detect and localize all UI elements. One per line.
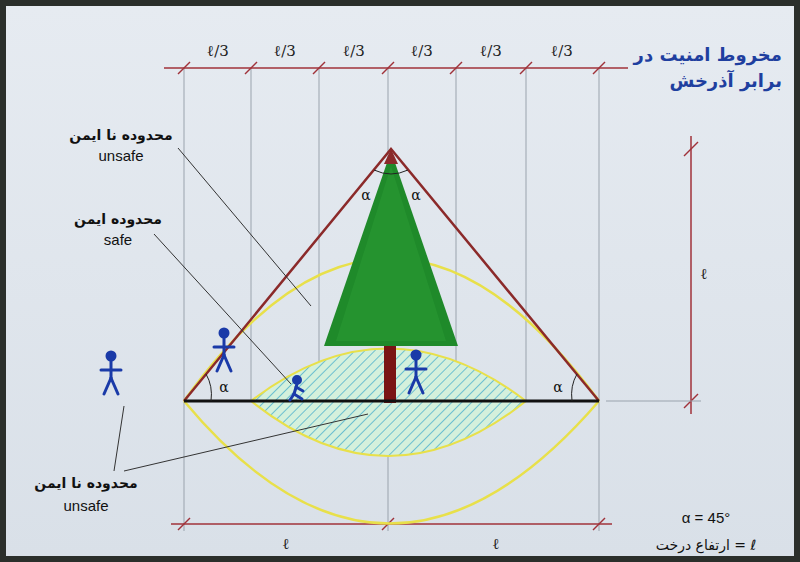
dimension: ℓ [492, 536, 499, 553]
title: مخروط امنیت در برابر آذرخش [632, 42, 782, 94]
dimension: ℓ/3 [343, 43, 365, 60]
callout-label: unsafe [63, 498, 108, 515]
angle-label: α [361, 188, 370, 203]
dimension: ℓ/3 [411, 43, 433, 60]
note: ارتفاع درخت = ℓ [656, 538, 757, 553]
note: α = 45° [682, 510, 730, 527]
callout-label: محدوده نا ایمن [34, 476, 137, 491]
callout-label: محدوده نا ایمن [69, 128, 172, 143]
dimension: ℓ [282, 536, 289, 553]
callout-label: unsafe [98, 148, 143, 165]
callout-label: safe [104, 232, 132, 249]
callout-label: محدوده ایمن [74, 212, 162, 227]
dimension: ℓ/3 [551, 43, 573, 60]
dimension: ℓ [700, 266, 707, 283]
angle-label: α [553, 380, 562, 395]
dimension: ℓ/3 [274, 43, 296, 60]
angle-label: α [219, 380, 228, 395]
dimension: ℓ/3 [480, 43, 502, 60]
dimension: ℓ/3 [207, 43, 229, 60]
angle-label: α [411, 188, 420, 203]
